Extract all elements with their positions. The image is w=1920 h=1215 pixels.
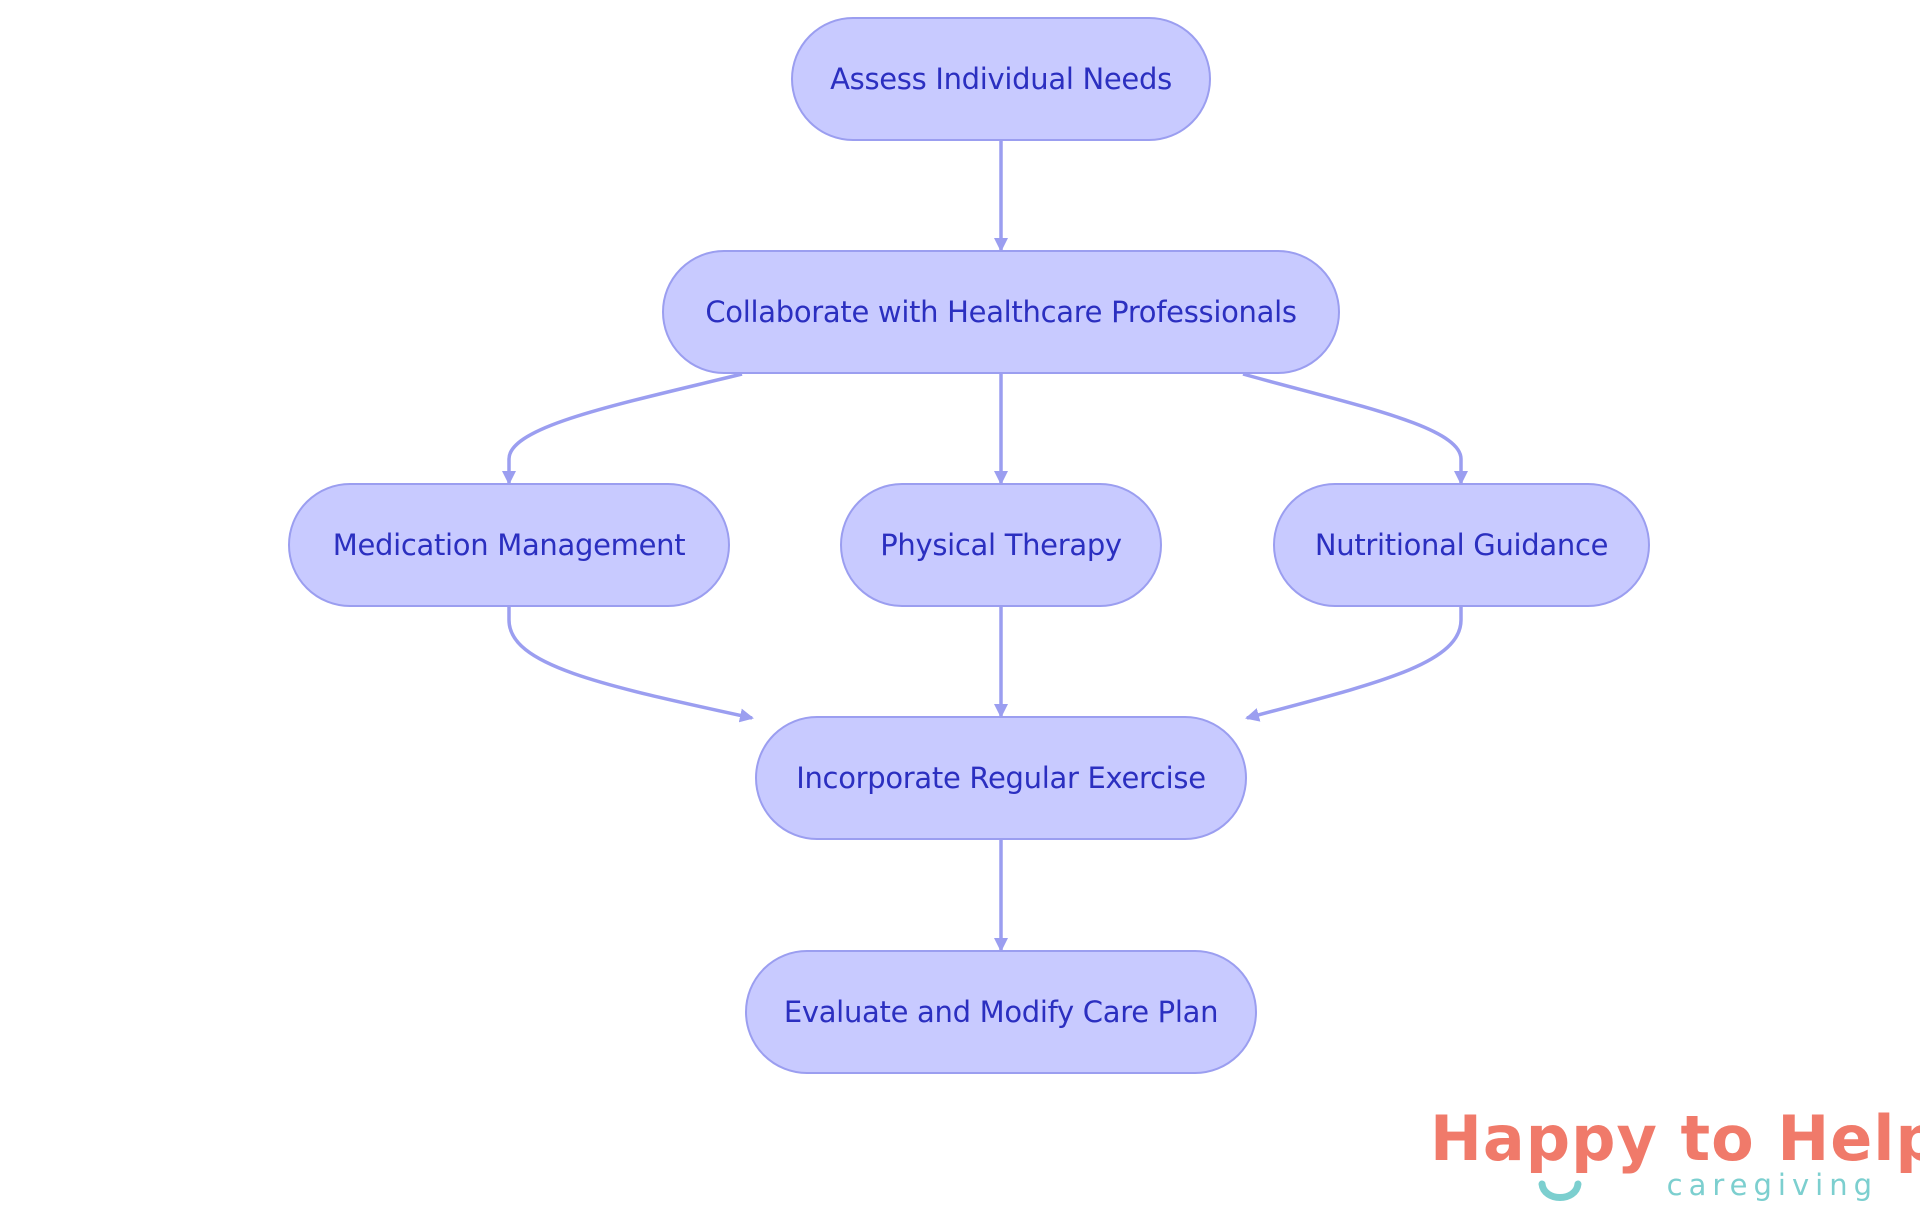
logo-wordmark: Happy to Help [1430, 1108, 1920, 1170]
logo-word-to: to [1680, 1102, 1755, 1175]
node-medication-management: Medication Management [288, 483, 730, 607]
node-nutritional-guidance: Nutritional Guidance [1273, 483, 1650, 607]
node-assess-individual-needs: Assess Individual Needs [791, 17, 1211, 141]
edge-medication-exercise [507, 607, 754, 723]
edge-nutrition-exercise [1245, 607, 1463, 722]
logo-word-help: Help [1777, 1102, 1920, 1175]
node-collaborate-healthcare: Collaborate with Healthcare Professional… [662, 250, 1340, 374]
edge-collaborate-medication [502, 372, 743, 485]
node-physical-therapy: Physical Therapy [840, 483, 1162, 607]
node-incorporate-exercise: Incorporate Regular Exercise [755, 716, 1247, 840]
happy-to-help-logo: Happy to Help caregiving [1430, 1108, 1920, 1208]
edge-collaborate-nutrition [1242, 372, 1468, 485]
logo-word-happy: Happy [1430, 1102, 1658, 1175]
smile-icon [1538, 1180, 1582, 1201]
logo-tagline: caregiving [1666, 1168, 1878, 1202]
node-evaluate-modify-plan: Evaluate and Modify Care Plan [745, 950, 1257, 1074]
